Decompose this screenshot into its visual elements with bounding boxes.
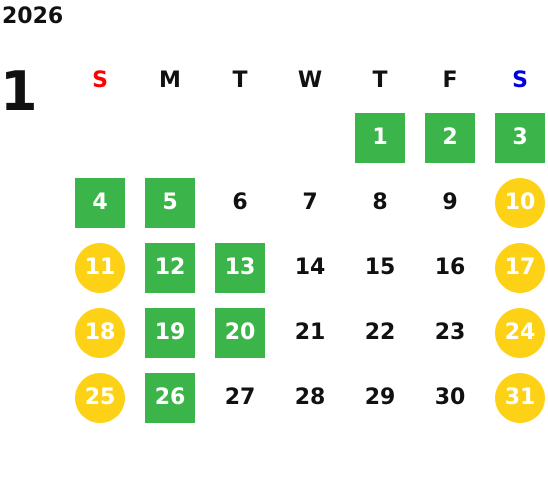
calendar-cell: 13 xyxy=(205,235,275,300)
calendar-day-18[interactable]: 18 xyxy=(75,307,125,358)
calendar-day-29[interactable]: 29 xyxy=(364,385,396,410)
calendar-day-19[interactable]: 19 xyxy=(145,307,195,358)
calendar-day-4[interactable]: 4 xyxy=(75,177,125,228)
calendar-day-3[interactable]: 3 xyxy=(495,112,545,163)
calendar-cell: 28 xyxy=(275,365,345,430)
calendar-cell: 29 xyxy=(345,365,415,430)
calendar-cell: 15 xyxy=(345,235,415,300)
calendar-day-14[interactable]: 14 xyxy=(294,255,326,280)
calendar-cell: 12 xyxy=(135,235,205,300)
calendar-day-22[interactable]: 22 xyxy=(364,320,396,345)
weekday-header-thursday: T xyxy=(372,67,388,93)
calendar-day-30[interactable]: 30 xyxy=(434,385,466,410)
calendar-cell: 1 xyxy=(345,105,415,170)
weekday-header-monday: M xyxy=(159,67,181,93)
calendar-day-26[interactable]: 26 xyxy=(145,372,195,423)
calendar-day-20[interactable]: 20 xyxy=(215,307,265,358)
calendar-day-13[interactable]: 13 xyxy=(215,242,265,293)
calendar-cell: 4 xyxy=(65,170,135,235)
calendar-day-28[interactable]: 28 xyxy=(294,385,326,410)
weekday-header-friday: F xyxy=(442,67,458,93)
calendar-day-7[interactable]: 7 xyxy=(302,190,318,215)
calendar-cell: 5 xyxy=(135,170,205,235)
calendar-cell: 14 xyxy=(275,235,345,300)
calendar-cell: 16 xyxy=(415,235,485,300)
calendar-cell: 7 xyxy=(275,170,345,235)
calendar-day-5[interactable]: 5 xyxy=(145,177,195,228)
calendar-day-9[interactable]: 9 xyxy=(442,190,458,215)
calendar-cell: 11 xyxy=(65,235,135,300)
calendar-day-1[interactable]: 1 xyxy=(355,112,405,163)
calendar-cell: 6 xyxy=(205,170,275,235)
calendar-day-27[interactable]: 27 xyxy=(224,385,256,410)
calendar-cell: 9 xyxy=(415,170,485,235)
calendar-cell: 21 xyxy=(275,300,345,365)
calendar-day-25[interactable]: 25 xyxy=(75,372,125,423)
calendar-cell: 27 xyxy=(205,365,275,430)
calendar-day-31[interactable]: 31 xyxy=(495,372,545,423)
calendar-empty-cell xyxy=(205,105,275,170)
weekday-header-tuesday: T xyxy=(232,67,248,93)
calendar-day-10[interactable]: 10 xyxy=(495,177,545,228)
calendar-cell: 19 xyxy=(135,300,205,365)
calendar-day-8[interactable]: 8 xyxy=(372,190,388,215)
calendar-cell: 25 xyxy=(65,365,135,430)
calendar-cell: 18 xyxy=(65,300,135,365)
calendar-day-11[interactable]: 11 xyxy=(75,242,125,293)
calendar-day-23[interactable]: 23 xyxy=(434,320,466,345)
weekday-header-wednesday: W xyxy=(297,67,323,93)
calendar-empty-cell xyxy=(135,105,205,170)
calendar-year: 2026 xyxy=(2,4,64,29)
calendar-day-21[interactable]: 21 xyxy=(294,320,326,345)
calendar-month: 1 xyxy=(0,60,38,123)
calendar-cell: 26 xyxy=(135,365,205,430)
calendar-day-17[interactable]: 17 xyxy=(495,242,545,293)
calendar-cell: 2 xyxy=(415,105,485,170)
calendar-cell: 3 xyxy=(485,105,548,170)
calendar-empty-cell xyxy=(65,105,135,170)
calendar-cell: 23 xyxy=(415,300,485,365)
calendar-day-15[interactable]: 15 xyxy=(364,255,396,280)
calendar-cell: 24 xyxy=(485,300,548,365)
calendar-day-6[interactable]: 6 xyxy=(232,190,248,215)
calendar-cell: 30 xyxy=(415,365,485,430)
calendar-empty-cell xyxy=(275,105,345,170)
calendar-cell: 31 xyxy=(485,365,548,430)
calendar-cell: 8 xyxy=(345,170,415,235)
calendar-day-2[interactable]: 2 xyxy=(425,112,475,163)
calendar-cell: 20 xyxy=(205,300,275,365)
calendar-day-24[interactable]: 24 xyxy=(495,307,545,358)
calendar-cell: 17 xyxy=(485,235,548,300)
calendar-day-12[interactable]: 12 xyxy=(145,242,195,293)
calendar-cell: 10 xyxy=(485,170,548,235)
calendar-cell: 22 xyxy=(345,300,415,365)
calendar-day-16[interactable]: 16 xyxy=(434,255,466,280)
weekday-header-saturday: S xyxy=(512,67,528,93)
weekday-header-sunday: S xyxy=(92,67,108,93)
